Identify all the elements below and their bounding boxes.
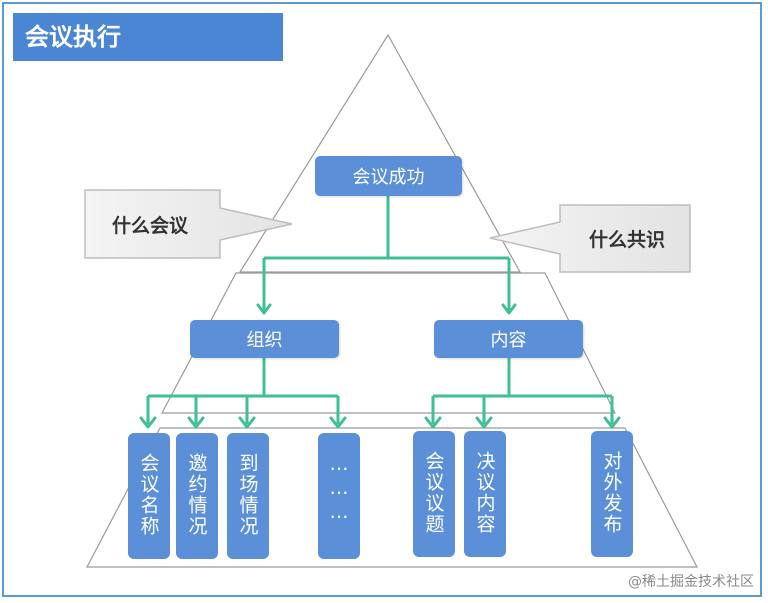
right-callout-arrow [489,204,691,273]
leaf-node: ……… [318,433,360,559]
leaf-node: 决议内容 [464,431,506,557]
node-meeting-success: 会议成功 [315,156,462,196]
left-callout-label: 什么会议 [111,214,188,237]
leaf-node: 到场情况 [227,433,269,559]
leaf-node: 会议议题 [413,431,455,557]
leaf-label: 决议内容 [473,451,496,535]
connector-lines [146,196,614,424]
leaf-label: ……… [328,453,350,525]
leaf-label: 邀约情况 [185,453,208,537]
page-title: 会议执行 [13,13,283,61]
leaf-label: 到场情况 [236,453,259,537]
connector-arrowheads [139,303,621,429]
node-content: 内容 [434,320,583,358]
right-callout-label: 什么共识 [588,229,665,251]
node-organization: 组织 [190,320,339,358]
leaf-label: 对外发布 [600,451,623,535]
leaf-node: 对外发布 [591,431,633,557]
leaf-label: 会议议题 [422,451,445,535]
leaf-label: 会议名称 [137,453,160,537]
leaf-node: 会议名称 [128,433,170,559]
leaf-node: 邀约情况 [176,433,218,559]
pyramid-top [238,33,522,273]
watermark: @稀土掘金技术社区 [628,574,754,590]
left-callout-arrow [84,189,293,259]
pyramid-middle [161,272,616,414]
